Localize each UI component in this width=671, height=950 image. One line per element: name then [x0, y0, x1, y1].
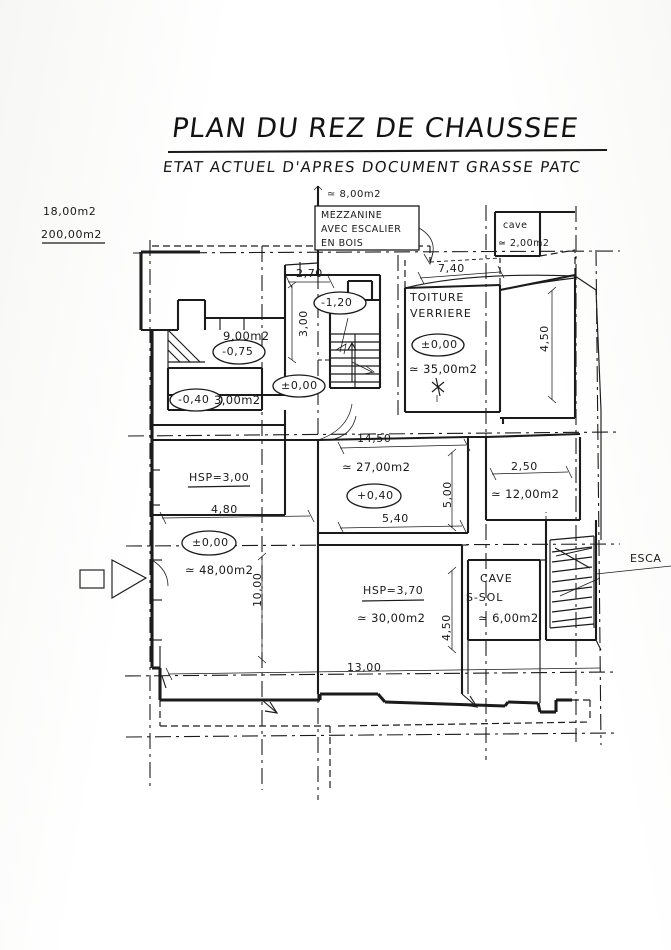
- right-staircase: [549, 535, 595, 629]
- mezzanine-line-1: MEZZANINE: [321, 210, 383, 221]
- mezzanine-line-2: AVEC ESCALIER: [321, 224, 402, 235]
- cave-ss-area: ≃ 6,00m2: [478, 611, 539, 625]
- escalier-right-label: ESCA: [630, 552, 662, 565]
- dim-4-80: 4,80: [211, 503, 238, 516]
- dim-2-50: 2,50: [511, 460, 538, 473]
- level-center-room: +0,40: [357, 489, 394, 502]
- area-east-12: ≃ 12,00m2: [491, 487, 560, 501]
- cave-top-label: cave: [503, 220, 528, 231]
- dim-13-00: 13,00: [347, 661, 382, 674]
- area-west-48: ≃ 48,00m2: [185, 563, 254, 577]
- dimension-lines: [159, 265, 601, 681]
- level-ellipses: [169, 291, 465, 556]
- toiture-line-1: TOITURE: [410, 291, 465, 304]
- summary-area-small: 18,00m2: [43, 205, 97, 218]
- dim-4-50-ne: 4,50: [538, 325, 551, 352]
- dim-5-00: 5,00: [441, 481, 454, 508]
- dim-14-50: 14,50: [357, 432, 392, 445]
- summary-area-total: 200,00m2: [41, 228, 103, 241]
- hsp-south: HSP=3,70: [363, 584, 424, 597]
- dim-3-00-vertical: 3,00: [297, 310, 310, 337]
- level-entry-hall: -0,75: [222, 345, 254, 358]
- hsp-west: HSP=3,00: [189, 471, 250, 484]
- mezzanine-line-3: EN BOIS: [321, 238, 364, 249]
- level-stair-base: ±0,00: [281, 379, 318, 392]
- area-small-3: 3,00m2: [214, 393, 261, 407]
- cave-ss-line-2: S-SOL: [466, 591, 504, 604]
- mezzanine-area: ≃ 8,00m2: [327, 189, 381, 200]
- staircase-hatch: [330, 333, 380, 388]
- dim-7-40: 7,40: [438, 262, 465, 275]
- level-stair-landing: -1,20: [321, 296, 353, 309]
- level-verriere: ±0,00: [421, 338, 458, 351]
- area-hall-9: 9,00m2: [223, 329, 270, 343]
- verriere-symbol: [431, 377, 445, 397]
- cave-ss-line-1: CAVE: [480, 572, 513, 585]
- area-verriere-35: ≃ 35,00m2: [409, 362, 478, 376]
- mezzanine-callout-box: [314, 205, 420, 251]
- area-center-27: ≃ 27,00m2: [342, 460, 411, 474]
- dim-5-40: 5,40: [382, 512, 409, 525]
- cave-top-area: ≃ 2,00m2: [498, 238, 550, 249]
- level-wc-small: -0,40: [178, 393, 210, 406]
- north-arrow-marker: [79, 559, 148, 600]
- dim-2-70: 2,70: [296, 267, 323, 280]
- level-west-room: ±0,00: [192, 536, 229, 549]
- dim-10-00: 10,00: [251, 572, 264, 608]
- area-south-30: ≃ 30,00m2: [357, 611, 426, 625]
- dim-4-50-south: 4,50: [440, 614, 453, 641]
- toiture-line-2: VERRIERE: [410, 307, 472, 320]
